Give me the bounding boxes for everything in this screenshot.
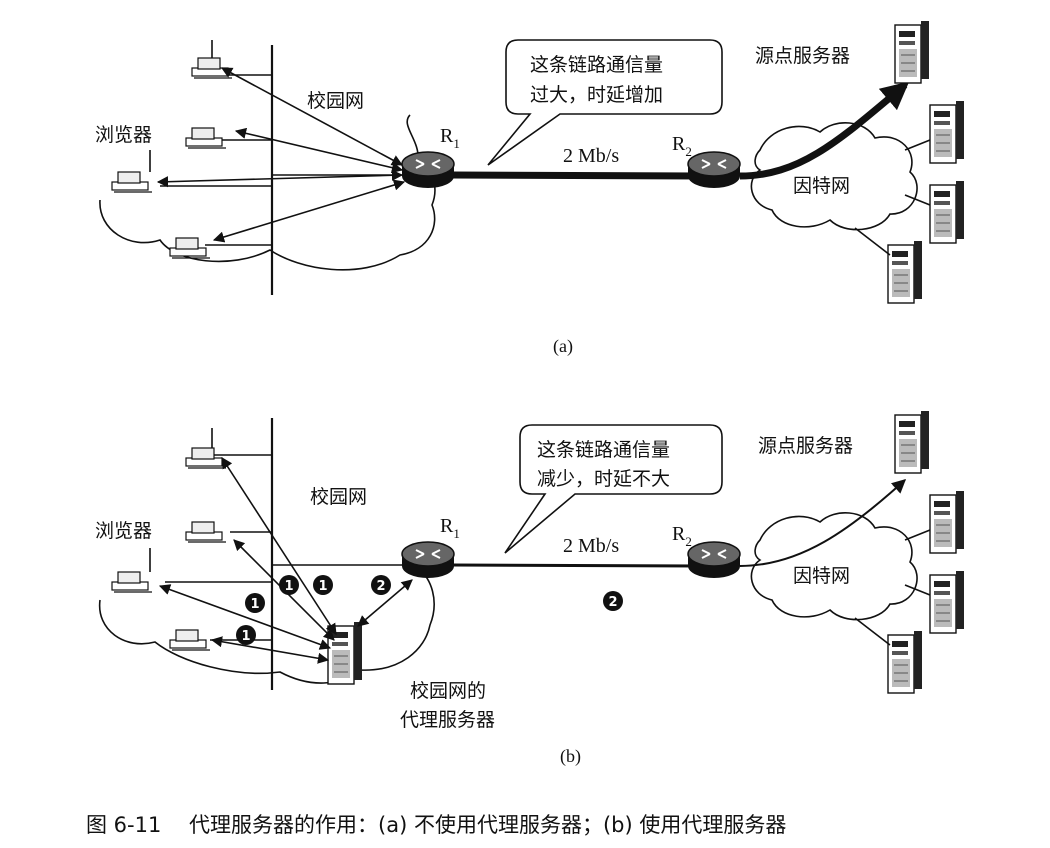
- svg-text:1: 1: [250, 597, 259, 612]
- step-badge-1c: 1: [245, 593, 265, 613]
- campus-label-a: 校园网: [307, 90, 364, 112]
- origin-server-label-b: 源点服务器: [758, 435, 853, 457]
- origin-server-tower-b: [894, 410, 930, 474]
- campus-cloud-b: [98, 569, 435, 684]
- link-to-origin-a: [739, 81, 910, 180]
- link-r1-r2-a: [451, 171, 701, 180]
- svg-text:2: 2: [608, 595, 617, 610]
- callout-text-a-line1: 这条链路通信量: [530, 54, 663, 76]
- step-badge-1a: 1: [279, 575, 299, 595]
- svg-text:1: 1: [318, 579, 327, 594]
- browser-pc-a3: [111, 171, 153, 193]
- svg-text:1: 1: [241, 629, 250, 644]
- origin-server-label-a: 源点服务器: [755, 45, 850, 67]
- origin-server-tower-a: [894, 20, 930, 84]
- panel-b-sublabel: (b): [560, 746, 581, 767]
- server-tower-b3: [929, 570, 965, 634]
- step-badge-1b: 1: [313, 575, 333, 595]
- browser-pc-b1: [185, 447, 227, 469]
- server-tower-a2: [929, 100, 965, 164]
- svg-text:2: 2: [376, 579, 385, 594]
- panel-a: 校园网 浏览器 R1 R2 2 Mb/s 这条链路通信量 过大，时延增加 源点服…: [95, 20, 965, 357]
- link-to-origin-b: [739, 479, 907, 567]
- callout-bubble-b: [504, 424, 723, 554]
- callout-text-b-line2: 减少，时延不大: [537, 468, 670, 490]
- figure-caption: 图 6-11 代理服务器的作用：(a) 不使用代理服务器；(b) 使用代理服务器: [86, 813, 786, 837]
- bandwidth-label-a: 2 Mb/s: [563, 145, 619, 167]
- browsers-label-b: 浏览器: [95, 520, 152, 542]
- router-r2-label-a: R2: [672, 133, 692, 159]
- callout-text-a-line2: 过大，时延增加: [530, 84, 663, 106]
- browsers-label-a: 浏览器: [95, 124, 152, 146]
- router-r1-b: [401, 541, 455, 579]
- callout-text-b-line1: 这条链路通信量: [537, 439, 670, 461]
- browser-pc-b4: [169, 629, 211, 651]
- internet-cloud-a: [750, 122, 918, 231]
- server-tower-b2: [929, 490, 965, 554]
- internet-cloud-b: [750, 512, 918, 621]
- campus-label-b: 校园网: [310, 486, 367, 508]
- proxy-label-line2: 代理服务器: [400, 709, 495, 731]
- panel-a-sublabel: (a): [553, 336, 573, 357]
- router-r2-label-b: R2: [672, 523, 692, 549]
- step-badge-1d: 1: [236, 625, 256, 645]
- link-r1-r2-b: [451, 563, 701, 568]
- server-tower-b4: [887, 630, 923, 694]
- step-badge-2a: 2: [371, 575, 391, 595]
- bandwidth-label-b: 2 Mb/s: [563, 535, 619, 557]
- internet-label-b: 因特网: [793, 565, 850, 587]
- router-r2-b: [687, 541, 741, 579]
- callout-bubble-a: [487, 39, 723, 166]
- internet-label-a: 因特网: [793, 175, 850, 197]
- proxy-server-tower: [327, 621, 363, 685]
- router-r2-a: [687, 151, 741, 189]
- panel-b: 1 1 1 1 2 2 校园网 浏览器 R1 R2 2 Mb/s 这条链路通信量…: [95, 410, 965, 767]
- server-tower-a3: [929, 180, 965, 244]
- router-r1-label-b: R1: [440, 515, 460, 541]
- server-tower-a4: [887, 240, 923, 304]
- svg-text:1: 1: [284, 579, 293, 594]
- browser-pc-b3: [111, 571, 153, 593]
- proxy-label-line1: 校园网的: [410, 680, 486, 702]
- browser-pc-a1: [191, 57, 233, 79]
- router-r1-label-a: R1: [440, 125, 460, 151]
- browser-pc-a4: [169, 237, 211, 259]
- browser-pc-a2: [185, 127, 227, 149]
- step-badge-2b: 2: [603, 591, 623, 611]
- router-r1-a: [401, 151, 455, 189]
- browser-pc-b2: [185, 521, 227, 543]
